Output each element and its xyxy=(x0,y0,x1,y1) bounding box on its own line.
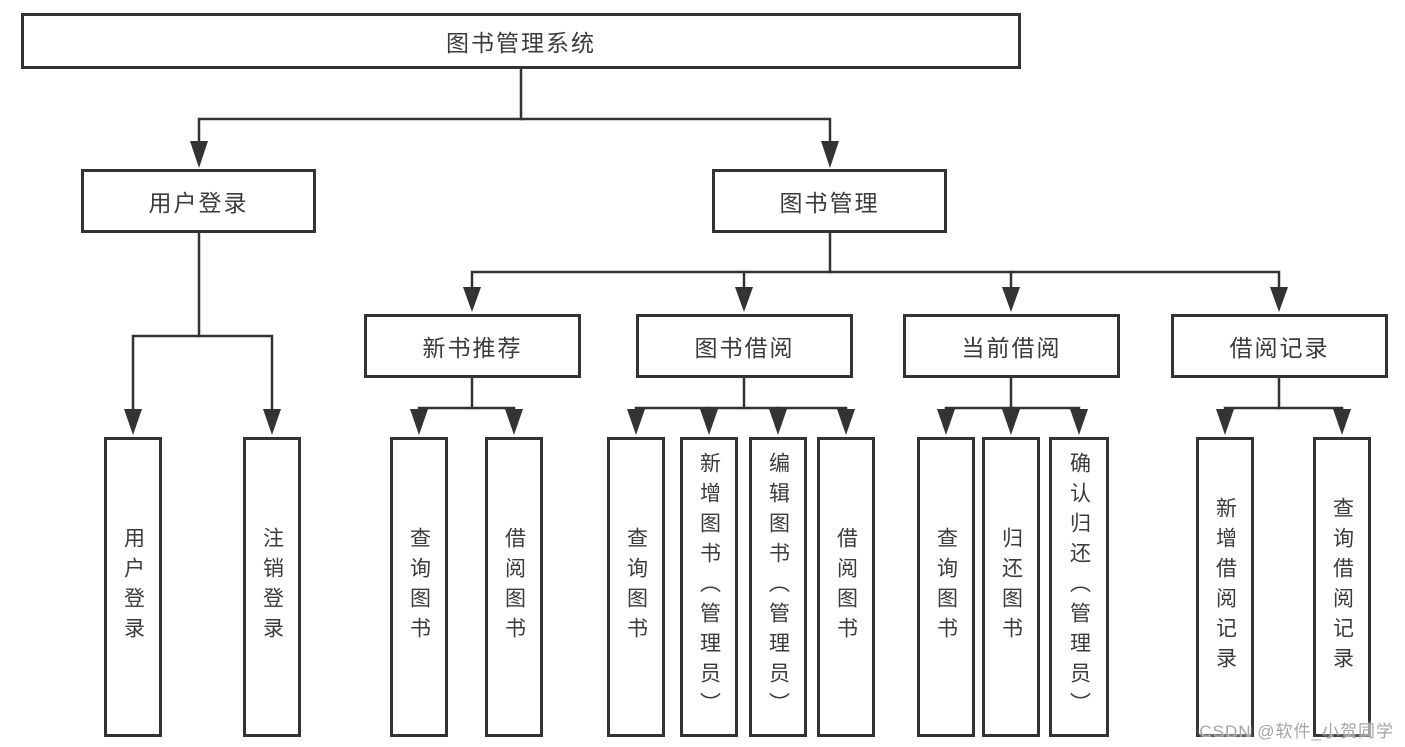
csdn-watermark: CSDN @软件_小贺同学 xyxy=(1199,722,1394,741)
node-label: 用户登录 xyxy=(148,190,249,216)
leaf-borrow-books-recommend: 借阅图书 xyxy=(485,437,543,737)
node-label: 图书借阅 xyxy=(694,335,795,361)
node-label: 新书推荐 xyxy=(422,335,523,361)
leaf-add-books-admin: 新增图书（管理员） xyxy=(680,437,738,737)
leaf-add-borrow-record: 新增借阅记录 xyxy=(1196,437,1254,737)
node-label: 借阅记录 xyxy=(1229,335,1330,361)
leaf-logout: 注销登录 xyxy=(243,437,301,737)
leaf-label: 新增图书（管理员） xyxy=(697,452,721,722)
leaf-query-books-recommend: 查询图书 xyxy=(390,437,448,737)
leaf-label: 查询图书 xyxy=(624,527,648,647)
leaf-label: 借阅图书 xyxy=(834,527,858,647)
leaf-label: 注销登录 xyxy=(260,527,284,647)
leaf-user-login: 用户登录 xyxy=(104,437,162,737)
leaf-label: 确认归还（管理员） xyxy=(1067,452,1091,722)
leaf-label: 用户登录 xyxy=(121,527,145,647)
leaf-label: 借阅图书 xyxy=(502,527,526,647)
node-user-login: 用户登录 xyxy=(81,169,316,233)
node-book-management: 图书管理 xyxy=(712,169,947,233)
node-label: 图书管理 xyxy=(779,190,880,216)
leaf-query-borrow-record: 查询借阅记录 xyxy=(1313,437,1371,737)
node-new-book-recommend: 新书推荐 xyxy=(364,314,581,378)
leaf-confirm-return-admin: 确认归还（管理员） xyxy=(1049,437,1109,737)
leaf-query-books-current: 查询图书 xyxy=(917,437,975,737)
leaf-edit-books-admin: 编辑图书（管理员） xyxy=(749,437,807,737)
leaf-return-books: 归还图书 xyxy=(982,437,1040,737)
node-label: 当前借阅 xyxy=(961,335,1062,361)
leaf-label: 归还图书 xyxy=(999,527,1023,647)
node-library-management-system: 图书管理系统 xyxy=(21,13,1021,69)
leaf-borrow-books: 借阅图书 xyxy=(817,437,875,737)
node-book-borrow: 图书借阅 xyxy=(636,314,853,378)
leaf-label: 查询借阅记录 xyxy=(1330,497,1354,677)
leaf-label: 查询图书 xyxy=(407,527,431,647)
leaf-query-books-borrow: 查询图书 xyxy=(607,437,665,737)
node-borrow-records: 借阅记录 xyxy=(1171,314,1388,378)
leaf-label: 新增借阅记录 xyxy=(1213,497,1237,677)
node-label: 图书管理系统 xyxy=(446,30,596,56)
leaf-label: 编辑图书（管理员） xyxy=(766,452,790,722)
node-current-borrow: 当前借阅 xyxy=(903,314,1120,378)
leaf-label: 查询图书 xyxy=(934,527,958,647)
